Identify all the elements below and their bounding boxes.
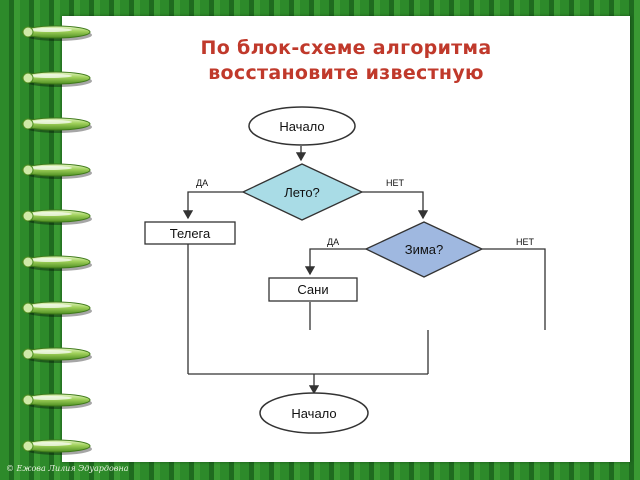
process-telega xyxy=(144,221,236,245)
notebook-rings xyxy=(21,25,92,455)
decision1-label: Лето? xyxy=(284,185,320,200)
start-terminal xyxy=(248,106,356,146)
decision2-label: Зима? xyxy=(405,242,444,257)
process-sani-label: Сани xyxy=(297,282,328,297)
decision1-no-label: НЕТ xyxy=(386,178,405,188)
decision1-yes-label: ДА xyxy=(196,178,208,188)
end-label: Начало xyxy=(291,406,336,421)
line-decision2-no xyxy=(482,248,546,330)
ring-binder xyxy=(21,255,92,271)
start-label: Начало xyxy=(279,119,324,134)
arrow-decision1-no xyxy=(362,191,429,220)
decision2-no-label: НЕТ xyxy=(516,237,535,247)
process-telega-label: Телега xyxy=(170,226,211,241)
ring-binder xyxy=(21,71,92,87)
ring-binder xyxy=(21,163,92,179)
decision2-yes-label: ДА xyxy=(327,237,339,247)
decision1-diamond xyxy=(241,163,364,221)
ring-binder xyxy=(21,117,92,133)
slide-title-line1: По блок-схеме алгоритма xyxy=(200,37,492,59)
ring-binder xyxy=(21,347,92,363)
end-terminal xyxy=(259,392,369,434)
copyright-text: © Ежова Лилия Эдуардовна xyxy=(6,464,129,473)
ring-binder xyxy=(21,393,92,409)
arrow-decision1-yes xyxy=(182,191,243,220)
arrow-decision2-yes xyxy=(304,248,366,276)
ring-binder xyxy=(21,439,92,455)
ring-binder xyxy=(21,25,92,41)
ring-binder xyxy=(21,301,92,317)
decision2-diamond xyxy=(364,221,484,278)
slide-title-line2: восстановите известную xyxy=(208,62,484,84)
process-sani xyxy=(268,277,358,302)
ring-binder xyxy=(21,209,92,225)
